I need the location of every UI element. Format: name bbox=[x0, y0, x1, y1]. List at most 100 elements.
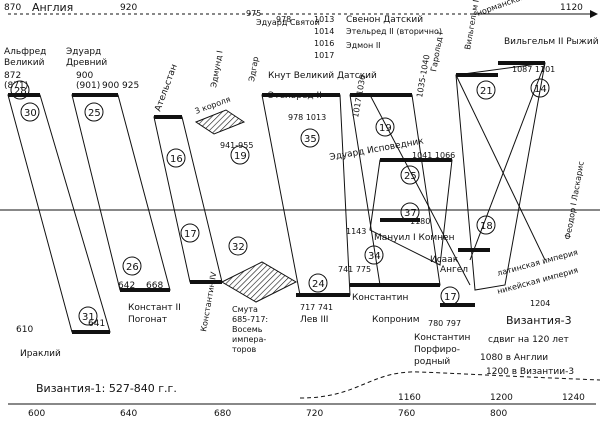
circle-aethelred bbox=[300, 128, 320, 148]
label-leo3-years: 717 741 bbox=[300, 303, 333, 312]
label-1014: 1014 bbox=[314, 27, 334, 36]
label-manuel: Мануил I Комнен bbox=[374, 233, 455, 243]
circle-canute bbox=[375, 117, 395, 137]
label-edward-2: Древний bbox=[66, 58, 107, 68]
bottom-600: 600 bbox=[28, 409, 45, 418]
label-heraclius-years: 610 bbox=[16, 325, 33, 335]
svg-text:28: 28 bbox=[14, 86, 27, 97]
label-641: 641 bbox=[88, 319, 105, 329]
label-edward-years: 900 bbox=[76, 71, 93, 81]
label-harold-years: 1035-1040 bbox=[415, 54, 431, 99]
country-label: Англия bbox=[32, 1, 73, 14]
svg-text:24: 24 bbox=[312, 279, 325, 290]
label-aethelred: Этельред II bbox=[268, 91, 322, 101]
label-constantine6: Константин bbox=[414, 333, 470, 343]
svg-text:26: 26 bbox=[126, 262, 139, 273]
label-constantine6-2: Порфиро- bbox=[414, 345, 460, 355]
label-edgar: Эдгар bbox=[247, 56, 260, 82]
label-smuta: Смута bbox=[232, 305, 258, 314]
svg-text:19: 19 bbox=[234, 151, 247, 162]
label-copronym-2: Копроним bbox=[372, 315, 420, 325]
label-edward-saint: Эдуард Святой bbox=[256, 18, 320, 27]
bottom-800: 800 bbox=[490, 409, 507, 418]
svg-text:32: 32 bbox=[232, 242, 245, 253]
label-1204: 1204 bbox=[530, 299, 550, 308]
label-harold: Гарольд I bbox=[429, 31, 445, 72]
bottom-680: 680 bbox=[214, 409, 231, 418]
label-alfred-years2: (871) bbox=[4, 81, 28, 91]
label-copronym: Константин bbox=[352, 293, 408, 303]
label-smuta-2: 685-717: bbox=[232, 315, 268, 324]
label-edward: Эдуард bbox=[66, 47, 101, 57]
bottom-1200: 1200 bbox=[490, 393, 513, 403]
label-668: 668 bbox=[146, 281, 163, 291]
label-constantine6-3: родный bbox=[414, 357, 450, 367]
circle-alfred bbox=[10, 80, 30, 100]
circle-alfred2 bbox=[20, 102, 40, 122]
circle-constans bbox=[122, 256, 142, 276]
label-edmund2: Эдмон II bbox=[346, 41, 381, 50]
label-1016: 1016 bbox=[314, 39, 334, 48]
label-constans-2: Погонат bbox=[128, 315, 167, 325]
circle-edward bbox=[84, 102, 104, 122]
bottom-1240: 1240 bbox=[562, 393, 585, 403]
shape-confessor bbox=[369, 159, 453, 266]
circle-constantine4 bbox=[180, 223, 200, 243]
shape-alfred bbox=[7, 94, 111, 333]
label-978: 978 bbox=[276, 15, 291, 24]
svg-text:34: 34 bbox=[368, 251, 381, 262]
shape-william bbox=[455, 62, 546, 291]
norman-dynasty-label: норманская династия bbox=[476, 0, 566, 18]
label-shift-note-2: 1200 в Византии-3 bbox=[486, 367, 574, 377]
circle-heraclius bbox=[78, 306, 98, 326]
label-642: 642 bbox=[118, 281, 135, 291]
label-sven: Свенон Датский bbox=[346, 15, 423, 25]
label-canute: Кнут Великий Датский bbox=[268, 71, 377, 81]
top-year-870: 870 bbox=[4, 3, 21, 13]
circle-19a bbox=[230, 145, 250, 165]
svg-text:18: 18 bbox=[480, 221, 493, 232]
circle-copronym bbox=[364, 245, 384, 265]
label-isaac-2: Ангел bbox=[440, 265, 468, 275]
label-constans: Констант II bbox=[128, 303, 181, 313]
label-aethelred-years: 978 1013 bbox=[288, 113, 326, 122]
label-athelstan: Ательстан bbox=[153, 63, 179, 113]
svg-text:14: 14 bbox=[534, 84, 547, 95]
length-circles: 28 30 25 16 19 35 19 21 14 25 37 18 31 2… bbox=[10, 78, 550, 326]
label-smuta-4: импера- bbox=[232, 335, 266, 344]
label-william1: Вильгельм I bbox=[463, 0, 481, 50]
label-copronym-years: 741 775 bbox=[338, 265, 371, 274]
circle-athelstan bbox=[166, 148, 186, 168]
label-heraclius: Ираклий bbox=[20, 349, 61, 359]
bottom-1160: 1160 bbox=[398, 393, 421, 403]
bottom-640: 640 bbox=[120, 409, 137, 418]
label-theodore: Феодор I Ласкарис bbox=[563, 161, 586, 241]
label-1017: 1017 bbox=[314, 51, 334, 60]
cross-line-1 bbox=[369, 94, 471, 286]
svg-text:19: 19 bbox=[379, 123, 392, 134]
shape-aethelred bbox=[261, 94, 351, 296]
svg-text:35: 35 bbox=[304, 134, 317, 145]
svg-text:37: 37 bbox=[404, 208, 417, 219]
label-william2-years: 1087 1101 bbox=[512, 65, 555, 74]
circle-32 bbox=[228, 236, 248, 256]
label-leo3: Лев III bbox=[300, 315, 328, 325]
svg-text:17: 17 bbox=[444, 292, 457, 303]
label-isaac: Исаак bbox=[430, 255, 459, 265]
cross-line-3 bbox=[469, 62, 546, 261]
separator-curve bbox=[299, 371, 600, 399]
top-year-1120: 1120 bbox=[560, 3, 583, 13]
label-constantine4: Константин IV bbox=[199, 271, 218, 333]
svg-text:30: 30 bbox=[24, 108, 37, 119]
circle-constantine6 bbox=[440, 286, 460, 306]
label-alfred: Альфред bbox=[4, 47, 46, 57]
label-1143: 1143 bbox=[346, 227, 366, 236]
label-three-kings-years: 941-955 bbox=[220, 141, 253, 150]
circle-william2 bbox=[530, 78, 550, 98]
shape-canute bbox=[349, 94, 441, 286]
svg-text:16: 16 bbox=[170, 154, 183, 165]
svg-text:25: 25 bbox=[88, 108, 101, 119]
label-byz3: Византия-3 bbox=[506, 314, 572, 327]
label-william2: Вильгельм II Рыжий bbox=[504, 37, 599, 47]
